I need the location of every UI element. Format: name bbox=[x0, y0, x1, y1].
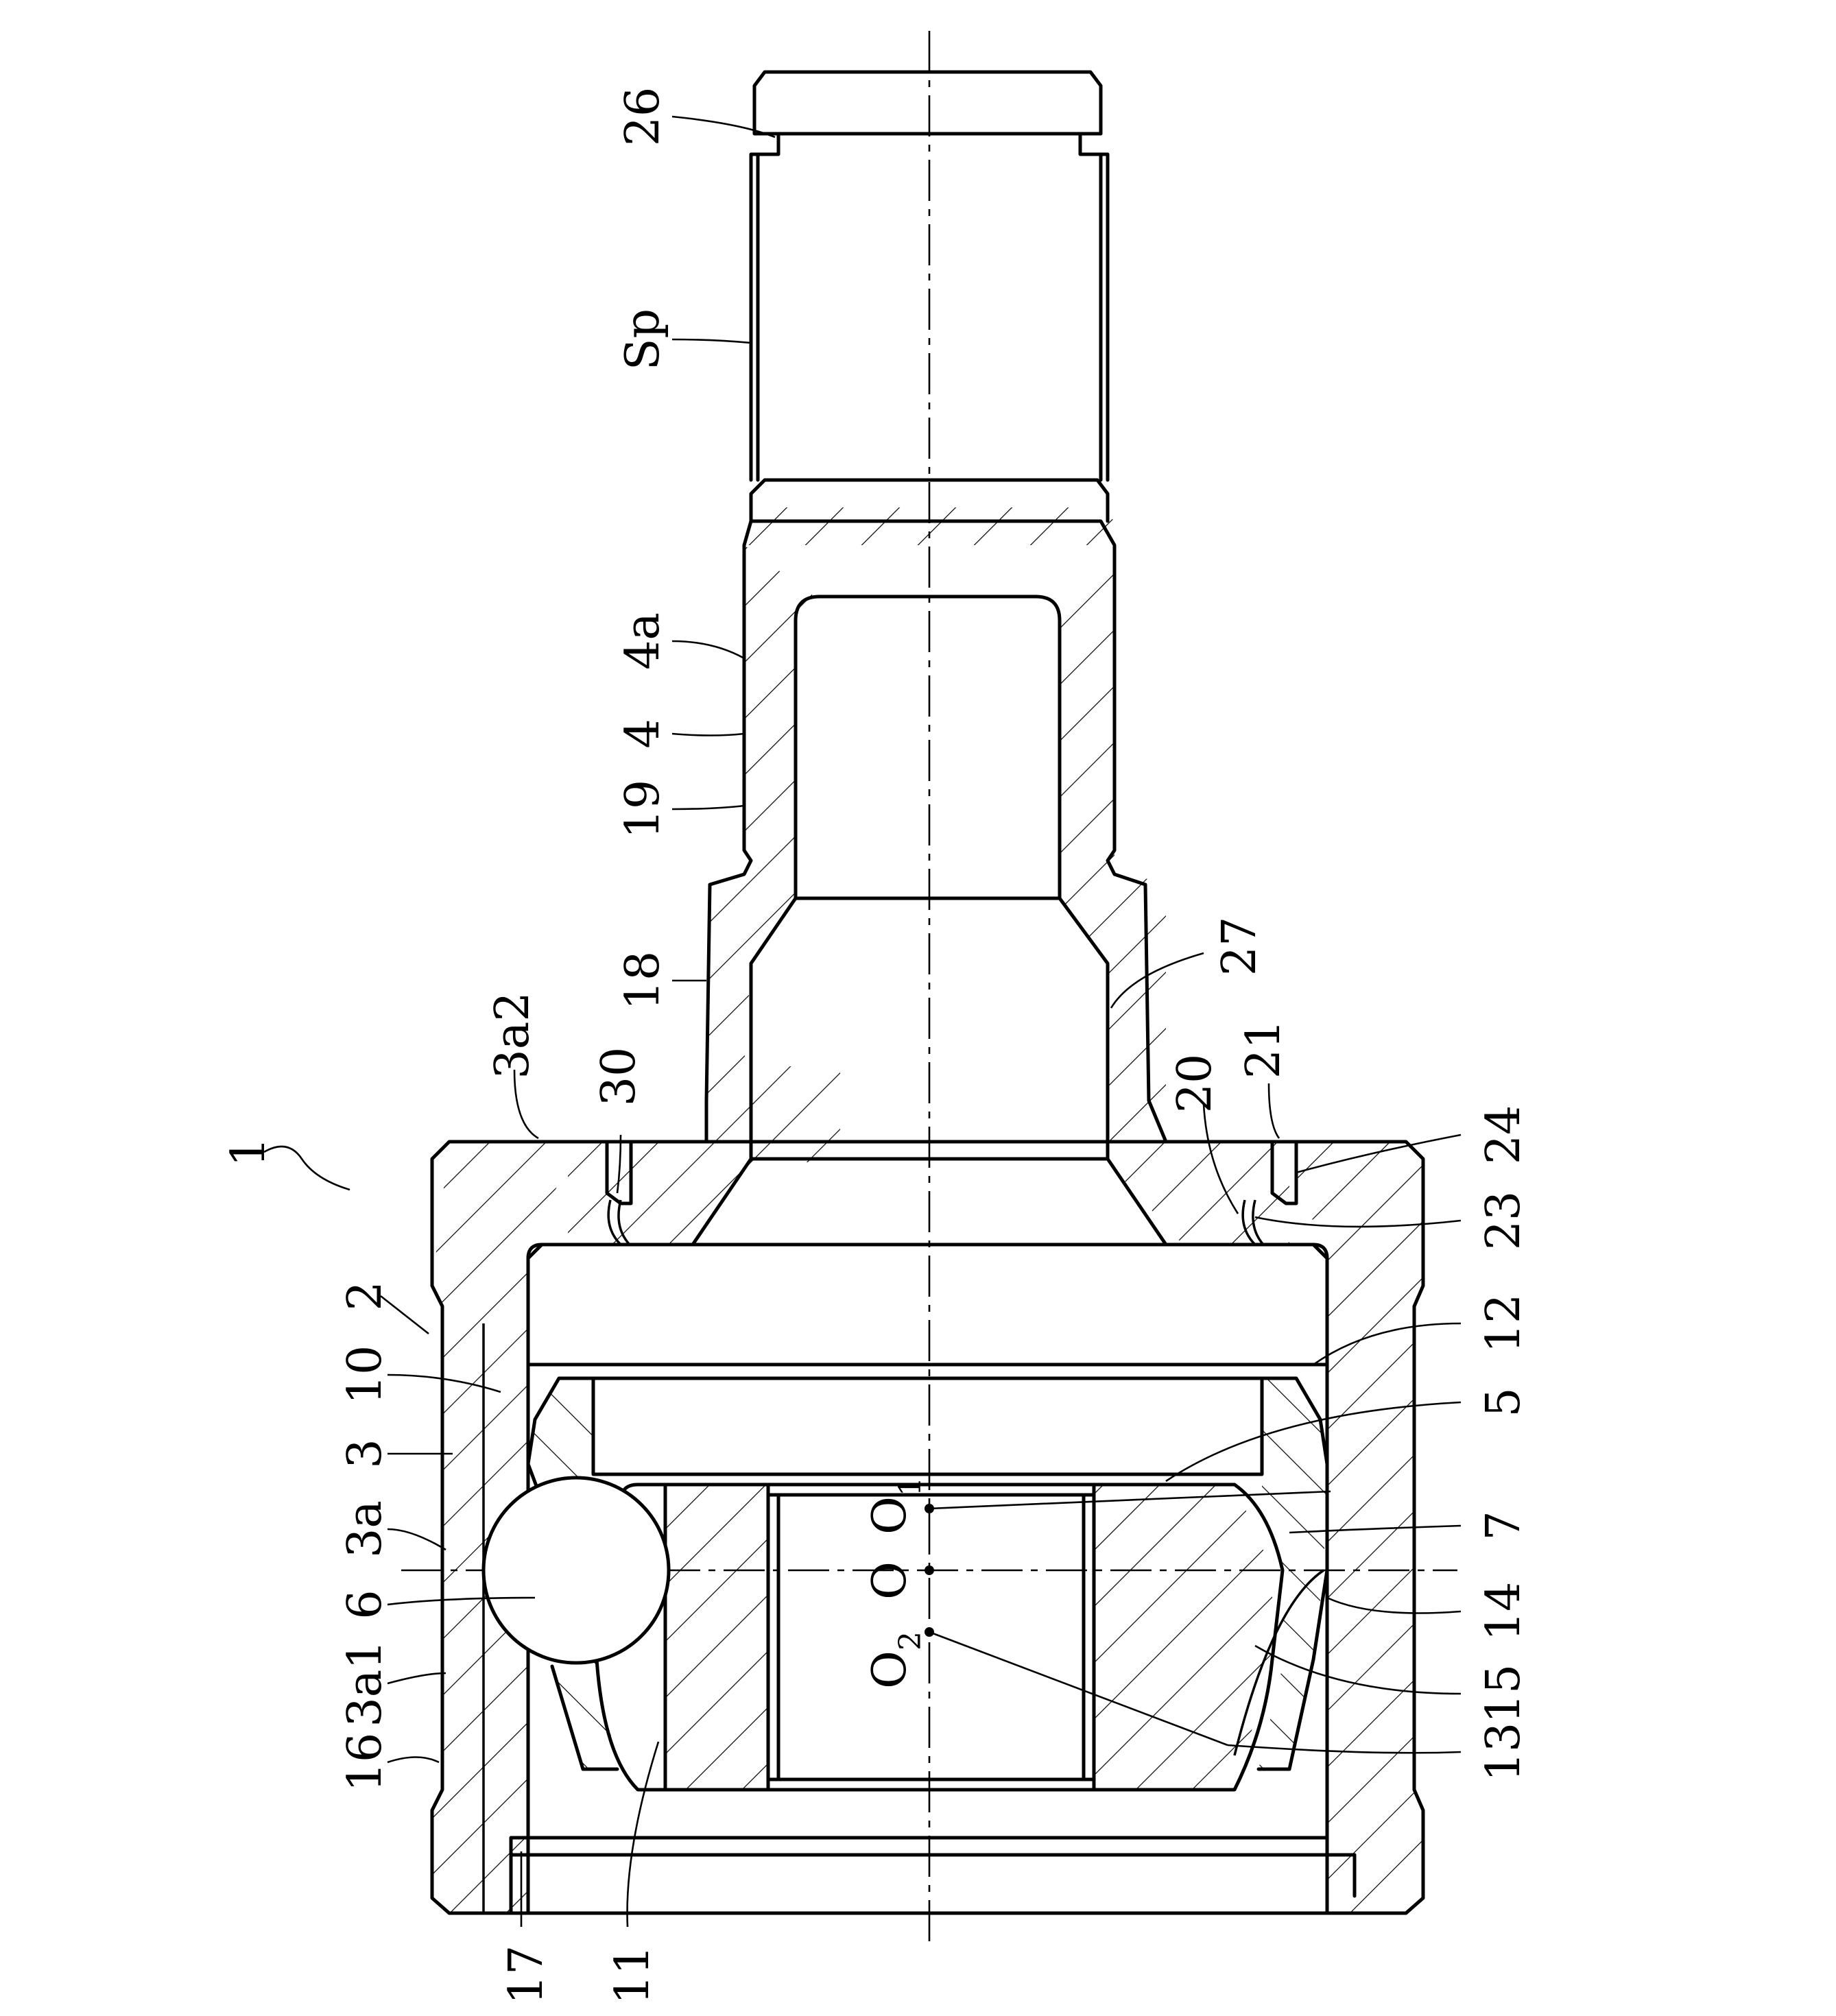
inner-race-left-section bbox=[665, 1485, 768, 1790]
boot-insert-outer bbox=[528, 1245, 1327, 1258]
shaft-end bbox=[754, 72, 1101, 134]
spline-bore bbox=[768, 1495, 1094, 1779]
label-ref-15: 15 bbox=[1477, 1664, 1531, 1724]
label-ref-sp: Sp bbox=[616, 309, 670, 370]
label-ref-23: 23 bbox=[1477, 1191, 1531, 1251]
label-ref-18: 18 bbox=[616, 951, 670, 1011]
label-ref-1: 1 bbox=[222, 1137, 276, 1166]
label-ref-30: 30 bbox=[592, 1047, 646, 1107]
label-ref-16: 16 bbox=[338, 1733, 392, 1792]
label-ref-2: 2 bbox=[338, 1281, 392, 1310]
leader-3a bbox=[388, 1529, 446, 1550]
label-ref-26: 26 bbox=[616, 87, 670, 147]
label-ref-13: 13 bbox=[1477, 1723, 1531, 1782]
label-ref-5: 5 bbox=[1477, 1387, 1531, 1417]
cage-window bbox=[593, 1378, 1262, 1474]
label-ref-3a1: 3a1 bbox=[338, 1640, 392, 1727]
end-groove bbox=[511, 1838, 1355, 1913]
leader-11 bbox=[628, 1742, 658, 1927]
center-point-o bbox=[925, 1565, 934, 1575]
ball bbox=[484, 1478, 669, 1663]
leader-1 bbox=[264, 1147, 350, 1190]
label-ref-19: 19 bbox=[616, 780, 670, 839]
label-ref-6: 6 bbox=[338, 1589, 392, 1619]
label-ref-11: 11 bbox=[606, 1945, 660, 2005]
leader-3a1 bbox=[388, 1673, 446, 1683]
label-ref-27: 27 bbox=[1213, 917, 1267, 976]
label-ref-24: 24 bbox=[1477, 1105, 1531, 1165]
label-ref-7: 7 bbox=[1477, 1511, 1531, 1540]
leader-4a bbox=[672, 641, 744, 658]
leader-sp bbox=[672, 339, 751, 343]
label-center-o2: O 2 bbox=[863, 1631, 928, 1689]
label-ref-4: 4 bbox=[616, 719, 670, 748]
label-center-o1-sub: 1 bbox=[893, 1477, 928, 1496]
label-ref-3a2: 3a2 bbox=[486, 992, 540, 1079]
cage-left-section bbox=[528, 1378, 593, 1491]
label-ref-12: 12 bbox=[1477, 1294, 1531, 1354]
label-ref-3: 3 bbox=[338, 1439, 392, 1468]
leader-19 bbox=[672, 806, 744, 809]
label-ref-14: 14 bbox=[1477, 1582, 1531, 1642]
stem-end-wall bbox=[744, 507, 1114, 545]
cage-left-lower-section bbox=[552, 1659, 617, 1769]
inner-race-right-section bbox=[1094, 1485, 1272, 1790]
leader-3a2 bbox=[514, 1070, 538, 1138]
label-ref-20: 20 bbox=[1168, 1054, 1222, 1114]
label-center-o1-base: O bbox=[863, 1496, 917, 1535]
label-center-o2-sub: 2 bbox=[893, 1631, 928, 1651]
leader-21 bbox=[1269, 1083, 1279, 1138]
leader-16 bbox=[388, 1757, 439, 1763]
leader-4 bbox=[672, 734, 744, 736]
label-ref-10: 10 bbox=[338, 1345, 392, 1405]
label-center-o: O bbox=[863, 1561, 917, 1600]
label-center-o2-base: O bbox=[863, 1651, 917, 1689]
label-ref-21: 21 bbox=[1237, 1020, 1291, 1079]
label-ref-3a: 3a bbox=[338, 1500, 392, 1558]
label-ref-17: 17 bbox=[499, 1945, 553, 2005]
label-ref-4a: 4a bbox=[616, 612, 670, 670]
